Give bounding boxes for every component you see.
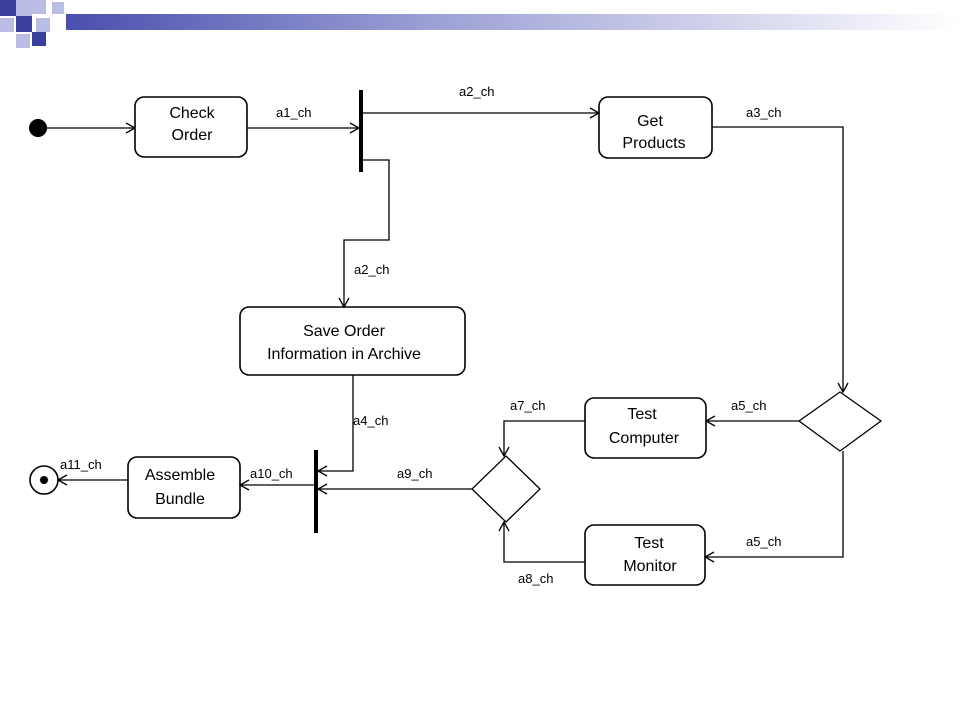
test-monitor-line1: Test [634, 535, 664, 552]
flow-a9 [316, 483, 472, 495]
initial-node [29, 119, 47, 137]
edge-label-a2-left: a2_ch [354, 262, 389, 277]
flow-a5-to-test-computer [704, 415, 799, 427]
flow-initial-to-check [47, 122, 137, 134]
deco-square [52, 2, 64, 14]
assemble-bundle-line2: Bundle [155, 491, 205, 508]
edge-label-a5-lower: a5_ch [746, 534, 781, 549]
flow-a11 [56, 474, 128, 486]
flow-a2-to-save-order [338, 159, 390, 309]
flow-a10 [238, 479, 314, 491]
flow-a5-to-test-monitor [703, 451, 844, 563]
flow-a1 [247, 122, 361, 134]
decision-diamond [797, 391, 883, 452]
flow-a3 [712, 126, 849, 394]
edge-label-a7: a7_ch [510, 398, 545, 413]
deco-square [16, 0, 32, 16]
test-monitor-line2: Monitor [623, 558, 677, 575]
merge-diamond [471, 455, 541, 523]
final-node [29, 465, 59, 495]
deco-square [32, 32, 46, 46]
check-order-line2: Order [172, 127, 214, 144]
flow-a2-to-get-products [363, 107, 601, 119]
edge-label-a10: a10_ch [250, 466, 293, 481]
deco-square [16, 34, 30, 48]
edge-label-a9: a9_ch [397, 466, 432, 481]
assemble-bundle-line1: Assemble [145, 467, 215, 484]
check-order-line1: Check [169, 105, 215, 122]
edge-label-a4: a4_ch [353, 413, 388, 428]
edge-label-a11: a11_ch [60, 457, 102, 472]
edge-label-a2-top: a2_ch [459, 84, 494, 99]
flow-a8 [498, 520, 585, 563]
action-assemble-bundle: Assemble Bundle [127, 456, 241, 519]
action-check-order: Check Order [134, 96, 248, 158]
get-products-line1: Get [637, 113, 663, 130]
deco-square [0, 0, 16, 16]
action-save-order: Save Order Information in Archive [239, 306, 466, 376]
edge-label-a8: a8_ch [518, 571, 553, 586]
test-computer-line2: Computer [609, 430, 680, 447]
save-order-line1: Save Order [303, 323, 385, 340]
deco-square [16, 16, 32, 32]
action-test-computer: Test Computer [584, 397, 707, 459]
deco-square [0, 18, 14, 32]
edge-label-a3: a3_ch [746, 105, 781, 120]
flow-a4 [316, 375, 354, 477]
save-order-line2: Information in Archive [267, 346, 421, 363]
header-gradient-band [66, 14, 960, 30]
deco-square [36, 18, 50, 32]
test-computer-line1: Test [627, 406, 657, 423]
deco-square [32, 0, 46, 14]
flow-a7 [498, 420, 585, 458]
get-products-line2: Products [622, 135, 685, 152]
action-test-monitor: Test Monitor [584, 524, 706, 586]
edge-label-a1: a1_ch [276, 105, 311, 120]
action-get-products: Get Products [598, 96, 713, 159]
edge-label-a5-upper: a5_ch [731, 398, 766, 413]
